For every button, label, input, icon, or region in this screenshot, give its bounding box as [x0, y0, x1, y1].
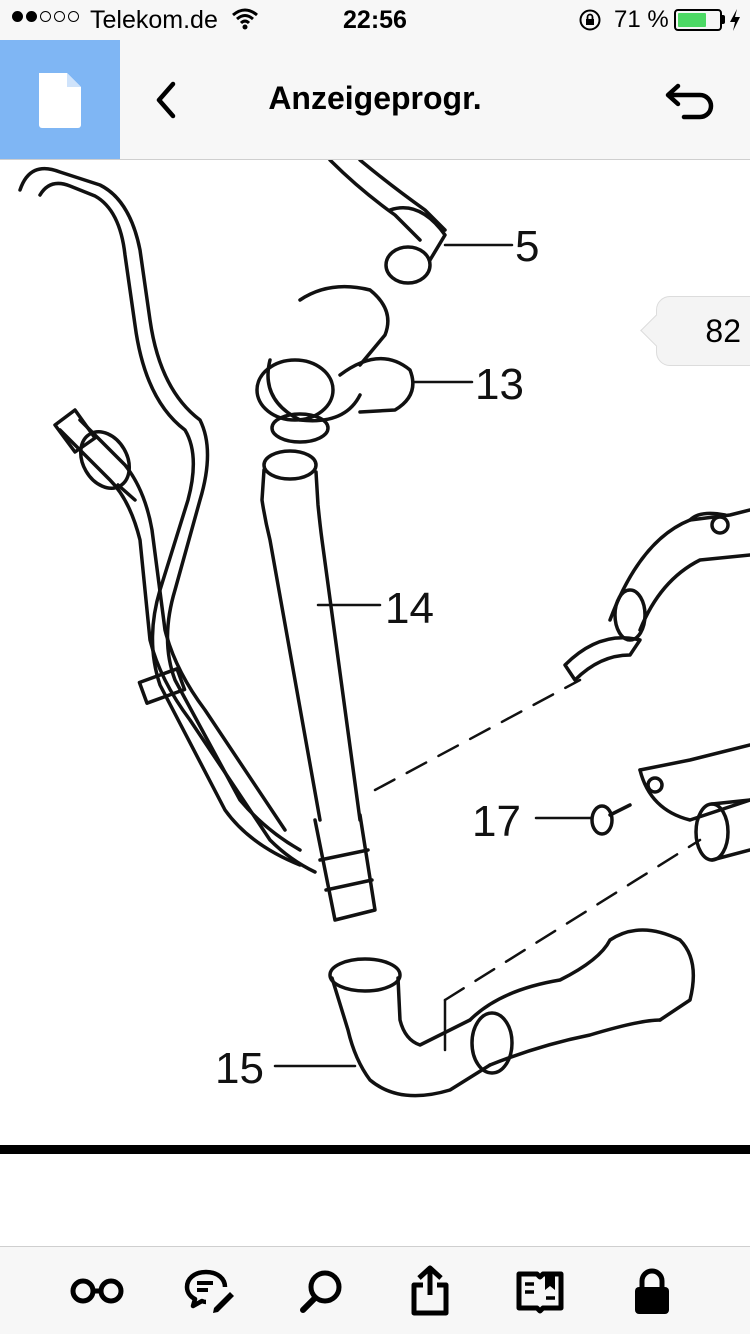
blank-area: [0, 1154, 750, 1246]
callout-15[interactable]: 15: [215, 1044, 264, 1093]
parts-diagram[interactable]: 5 13 14 17 15: [0, 160, 750, 1145]
wifi-icon: [232, 8, 258, 37]
document-button[interactable]: [0, 40, 120, 159]
callout-17[interactable]: 17: [472, 797, 521, 846]
battery-cap: [722, 15, 725, 24]
search-button[interactable]: [292, 1261, 352, 1321]
carrier-name: Telekom.de: [90, 6, 218, 34]
clock: 22:56: [343, 6, 407, 34]
callout-5[interactable]: 5: [515, 222, 540, 271]
signal-strength-icon: [12, 11, 79, 22]
lock-icon: [635, 1268, 669, 1314]
page-title: Anzeigeprogr.: [268, 80, 482, 116]
charging-icon: [728, 8, 742, 39]
reading-mode-button[interactable]: [67, 1261, 127, 1321]
page-number-tab[interactable]: 82: [656, 296, 750, 366]
back-button[interactable]: [140, 72, 190, 128]
callout-14[interactable]: 14: [385, 584, 434, 633]
comment-edit-icon: [184, 1269, 234, 1313]
parts-diagram-drawing: [18, 160, 750, 1098]
document-icon: [39, 72, 81, 128]
book-icon: [516, 1271, 564, 1314]
battery-icon: [674, 9, 722, 31]
lock-button[interactable]: [622, 1261, 682, 1321]
annotate-button[interactable]: [180, 1261, 240, 1321]
share-icon: [411, 1265, 449, 1316]
navigation-bar: Anzeigeprogr.: [0, 40, 750, 160]
undo-button[interactable]: [660, 70, 720, 130]
rotation-lock-icon: [578, 8, 602, 39]
callout-13[interactable]: 13: [475, 360, 524, 409]
chevron-left-icon: [156, 81, 176, 119]
search-icon: [300, 1270, 342, 1313]
bookmarks-button[interactable]: [510, 1261, 570, 1321]
bottom-toolbar: [0, 1246, 750, 1334]
glasses-icon: [70, 1278, 124, 1304]
divider: [0, 1145, 750, 1154]
status-bar: Telekom.de 22:56 71 %: [0, 0, 750, 40]
battery-percent: 71 %: [614, 6, 669, 33]
page-number: 82: [705, 312, 741, 349]
share-button[interactable]: [400, 1261, 460, 1321]
undo-icon: [665, 83, 714, 120]
